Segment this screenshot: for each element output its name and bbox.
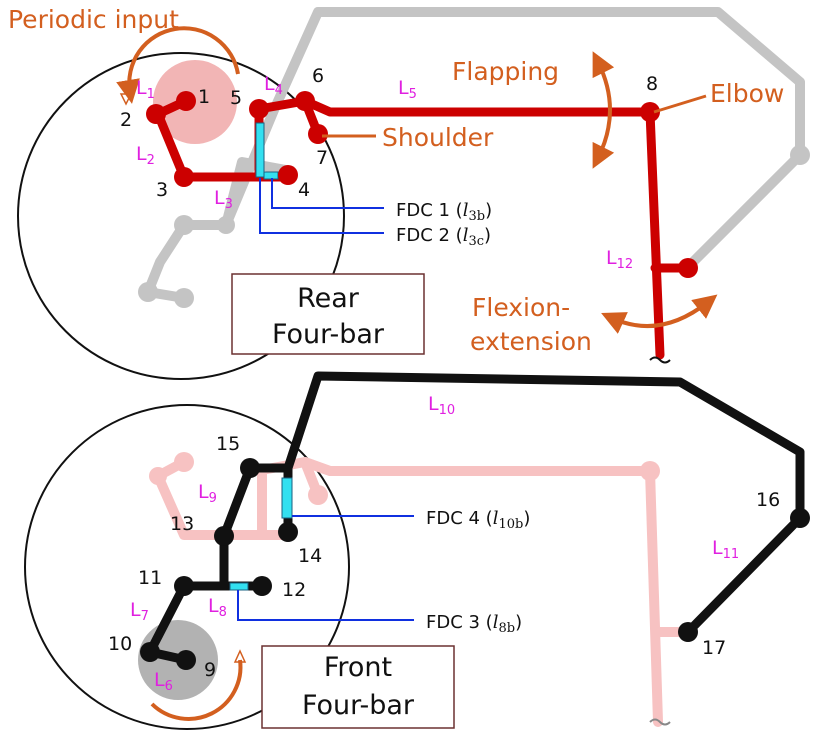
joint-12b: [252, 576, 272, 596]
link-label-L3: L3: [214, 187, 233, 212]
link-label-L1: L1: [136, 77, 155, 102]
periodic-input-tip: [119, 93, 133, 106]
joint-3: [174, 167, 194, 187]
joint-8: [640, 102, 660, 122]
front-box-line1: Front: [324, 652, 392, 683]
joint-13: [214, 526, 234, 546]
front-input-tip: [233, 649, 247, 663]
rear-fourbar-box: [231, 273, 425, 355]
joint-label-6: 6: [312, 65, 324, 87]
joint-15: [240, 458, 260, 478]
flapping-label: Flapping: [452, 57, 559, 86]
link-label-L2: L2: [136, 143, 155, 168]
front-box-line2: Four-bar: [302, 690, 415, 721]
joint-2: [146, 104, 166, 124]
elbow-label: Elbow: [710, 79, 784, 108]
joint-6: [295, 91, 315, 111]
fdc3-label: FDC 3 (l8b): [426, 612, 522, 636]
joint-12: [678, 258, 698, 278]
rear-base-circle: [17, 52, 345, 380]
joint-label-4: 4: [298, 179, 310, 201]
link-label-L10: L10: [428, 393, 455, 418]
front-joints: [140, 458, 810, 670]
fdc-leaders-rear: [259, 178, 384, 234]
joint-1: [176, 91, 196, 111]
link-label-L11: L11: [712, 537, 739, 562]
joint-label-5: 5: [230, 87, 242, 109]
joint-5: [249, 99, 269, 119]
shoulder-label: Shoulder: [382, 123, 494, 152]
fdc3-marker: [229, 582, 249, 591]
link-label-L9: L9: [198, 481, 217, 506]
break-symbol-bottom: [649, 718, 671, 726]
break-symbol-top: [649, 356, 671, 364]
ghost-rear-joints-bottom: [149, 452, 660, 505]
joint-7: [308, 124, 328, 144]
periodic-input-label: Periodic input: [8, 5, 179, 34]
fdc2-label: FDC 2 (l3c): [396, 225, 491, 249]
rear-box-line1: Rear: [297, 283, 360, 314]
fdc4-label: FDC 4 (l10b): [426, 508, 530, 532]
elbow-leader: [653, 94, 707, 114]
joint-label-16: 16: [756, 489, 780, 511]
flapping-arrow: [592, 51, 615, 169]
joint-label-3: 3: [156, 179, 168, 201]
joint-label-8: 8: [646, 73, 658, 95]
fdc4-marker: [281, 477, 293, 519]
joint-4: [278, 165, 298, 185]
link-label-L12: L12: [606, 247, 633, 272]
joint-label-10: 10: [108, 633, 132, 655]
flexion-label-2: extension: [470, 327, 592, 356]
joint-label-12: 12: [282, 579, 306, 601]
flexion-arrow: [601, 294, 718, 334]
link-label-L5: L5: [398, 77, 417, 102]
ghost-front-linkage-top: [143, 7, 805, 303]
rear-joints: [146, 91, 698, 278]
front-fourbar-box: [261, 645, 455, 729]
joint-label-1: 1: [198, 86, 210, 108]
joint-label-17: 17: [702, 637, 726, 659]
joint-14: [278, 522, 298, 542]
link-label-L8: L8: [208, 595, 227, 620]
joint-label-13: 13: [170, 513, 194, 535]
joint-label-14: 14: [298, 545, 322, 567]
fdc2-marker: [263, 171, 279, 180]
front-base-circle: [24, 404, 350, 730]
fdc1-label: FDC 1 (l3b): [396, 200, 492, 224]
joint-11: [174, 576, 194, 596]
periodic-input-arrow: [116, 26, 240, 104]
link-label-L7: L7: [130, 599, 149, 624]
joint-label-2: 2: [120, 109, 132, 131]
rear-box-line2: Four-bar: [272, 319, 385, 350]
joint-10: [140, 642, 160, 662]
joint-label-15: 15: [216, 433, 240, 455]
joint-17: [678, 622, 698, 642]
link-label-L4: L4: [264, 73, 283, 98]
ghost-front-joints-top: [138, 145, 810, 308]
joint-label-9: 9: [204, 659, 216, 681]
fdc-leaders-front: [237, 515, 414, 621]
joint-16: [790, 508, 810, 528]
joint-9: [176, 650, 196, 670]
front-input-arrow: [150, 659, 243, 721]
joint-label-11: 11: [138, 567, 162, 589]
flexion-label-1: Flexion-: [472, 293, 570, 322]
joint-label-7: 7: [316, 147, 328, 169]
link-label-L6: L6: [154, 669, 173, 694]
fdc1-marker: [255, 122, 265, 178]
